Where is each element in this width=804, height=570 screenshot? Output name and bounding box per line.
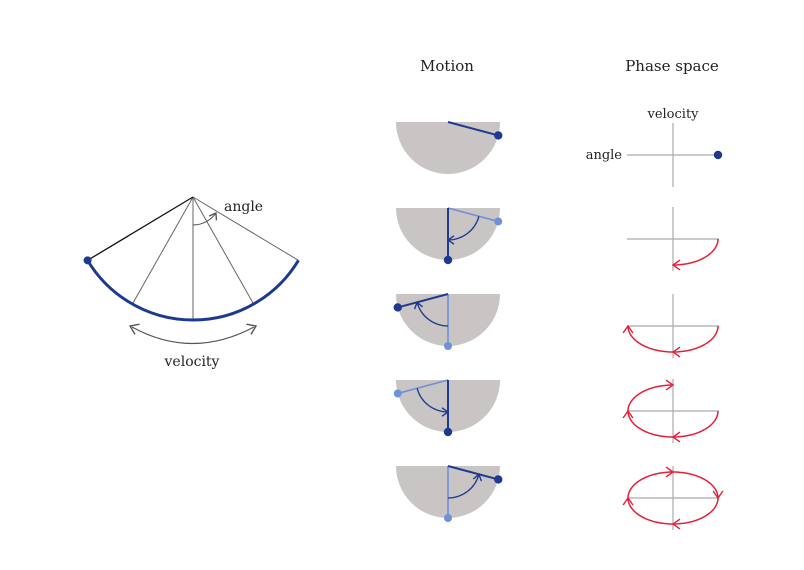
- pendulum-bob: [494, 475, 503, 484]
- phase-frame: [622, 294, 719, 358]
- pendulum-bob: [393, 303, 402, 312]
- trajectory-arrow-icon: [622, 496, 634, 506]
- previous-bob: [444, 342, 452, 350]
- trajectory-arrow-icon: [622, 324, 634, 334]
- angle-arrow-icon: [208, 212, 218, 221]
- pendulum-overview: [83, 196, 300, 345]
- motion-arc: [447, 474, 480, 499]
- rod-position-line: [131, 196, 194, 305]
- phase-trajectory: [672, 238, 719, 266]
- pendulum-rod: [397, 293, 449, 309]
- previous-bob: [494, 217, 503, 226]
- trajectory-arrow-icon: [671, 518, 681, 530]
- velocity-label: velocity: [164, 354, 220, 370]
- phase-space-title: Phase space: [625, 57, 719, 75]
- trajectory-arrow-icon: [712, 490, 724, 500]
- pendulum-bob: [494, 131, 503, 140]
- trajectory-arrow-icon: [671, 346, 681, 358]
- phase-frame: [627, 207, 719, 271]
- motion-arc: [416, 388, 449, 413]
- previous-bob: [393, 389, 402, 398]
- motion-frame: [396, 465, 503, 522]
- velocity-right-arrow-icon: [246, 323, 258, 335]
- phase-point: [713, 150, 723, 160]
- pendulum-rod: [447, 465, 499, 481]
- angle-label: angle: [224, 199, 263, 215]
- previous-rod: [447, 207, 499, 223]
- phase-frame: [627, 123, 723, 187]
- motion-title: Motion: [420, 57, 474, 75]
- angle-arc: [192, 212, 217, 226]
- trajectory-arrow-icon: [665, 379, 675, 391]
- phase-frames: [622, 123, 724, 530]
- trajectory-arrow-icon: [665, 466, 675, 478]
- phase-frame: [622, 466, 724, 530]
- trajectory-arrow-icon: [671, 431, 681, 443]
- previous-bob: [444, 514, 452, 522]
- motion-frame: [393, 293, 500, 350]
- swing-arc: [86, 259, 300, 322]
- motion-frame: [396, 207, 503, 265]
- motion-frame: [396, 121, 503, 174]
- phase-angle-axis-label: angle: [586, 148, 623, 163]
- swing-disc: [396, 122, 500, 174]
- motion-frame: [393, 379, 500, 437]
- pendulum-rod: [447, 121, 499, 137]
- motion-frames: [393, 121, 503, 522]
- phase-frame: [622, 379, 719, 443]
- phase-trajectory: [627, 384, 719, 438]
- pendulum-rod: [87, 196, 194, 261]
- phase-velocity-axis-label: velocity: [646, 107, 699, 122]
- trajectory-arrow-icon: [622, 409, 634, 419]
- pendulum-bob: [83, 256, 92, 265]
- motion-arc: [447, 216, 480, 241]
- motion-arc: [416, 302, 449, 327]
- pendulum-bob: [443, 255, 453, 265]
- trajectory-arrow-icon: [671, 259, 681, 271]
- pendulum-bob: [443, 427, 453, 437]
- previous-rod: [397, 379, 449, 395]
- rod-position-line: [192, 196, 255, 305]
- velocity-arc: [131, 326, 255, 345]
- velocity-left-arrow-icon: [128, 323, 140, 335]
- rod-position-line: [192, 196, 299, 261]
